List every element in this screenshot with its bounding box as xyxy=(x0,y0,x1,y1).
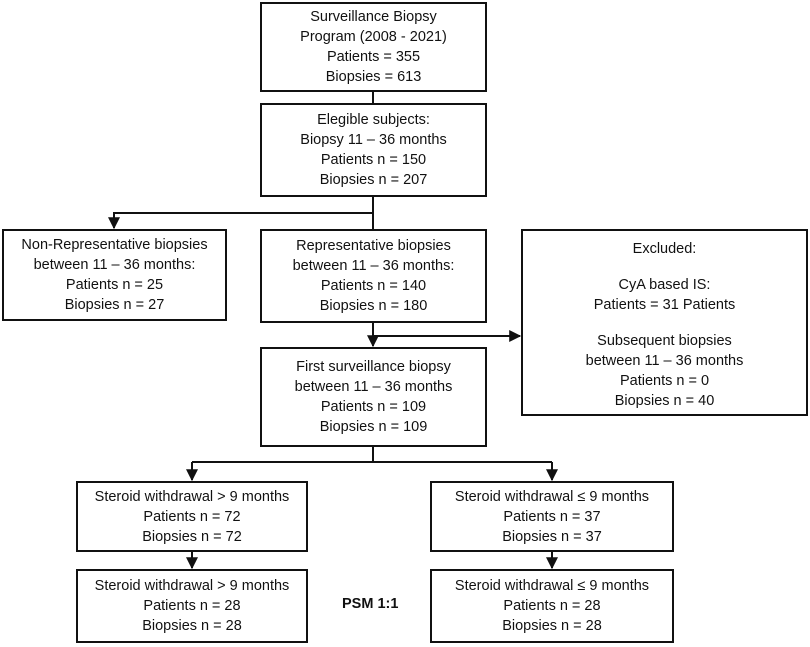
le9-label: Steroid withdrawal ≤ 9 months xyxy=(454,488,650,505)
eligible-patients: Patients n = 150 xyxy=(320,152,427,168)
psm-gt9-biopsies: Biopsies n = 28 xyxy=(142,618,242,634)
excluded-subsequent-biopsies: Biopsies n = 40 xyxy=(614,393,715,409)
box-non-representative: Non-Representative biopsies between 11 –… xyxy=(2,229,227,321)
program-line-2: Program (2008 - 2021) xyxy=(300,29,447,45)
box-excluded: Excluded: CyA based IS: Patients = 31 Pa… xyxy=(521,229,808,416)
first-line-1: First surveillance biopsy xyxy=(296,359,451,375)
excluded-subsequent-label: Subsequent biopsies xyxy=(597,333,732,349)
program-line-1: Surveillance Biopsy xyxy=(310,9,437,25)
box-psm-le9: Steroid withdrawal ≤ 9 months Patients n… xyxy=(430,569,674,643)
box-first-surveillance-biopsy: First surveillance biopsy between 11 – 3… xyxy=(260,347,487,447)
rep-biopsies: Biopsies n = 180 xyxy=(319,298,428,314)
excluded-subsequent-patients: Patients n = 0 xyxy=(619,373,710,389)
eligible-biopsies: Biopsies n = 207 xyxy=(319,172,428,188)
gt9-biopsies: Biopsies n = 72 xyxy=(142,528,242,545)
gt9-patients: Patients n = 72 xyxy=(143,508,241,525)
nonrep-line-2: between 11 – 36 months: xyxy=(33,257,196,273)
le9-patients: Patients n = 37 xyxy=(503,508,601,525)
psm-gt9-label: Steroid withdrawal > 9 months xyxy=(94,578,290,594)
psm-gt9-patients: Patients n = 28 xyxy=(143,598,241,614)
nonrep-line-1: Non-Representative biopsies xyxy=(21,237,208,253)
rep-line-2: between 11 – 36 months: xyxy=(292,258,455,274)
rep-patients: Patients n = 140 xyxy=(320,278,427,294)
excluded-title: Excluded: xyxy=(632,241,697,257)
rep-line-1: Representative biopsies xyxy=(296,238,451,254)
psm-ratio-label: PSM 1:1 xyxy=(342,596,399,612)
program-biopsies: Biopsies = 613 xyxy=(325,69,422,85)
psm-le9-biopsies: Biopsies n = 28 xyxy=(502,618,602,634)
excluded-cya-patients: Patients = 31 Patients xyxy=(593,297,736,313)
le9-biopsies: Biopsies n = 37 xyxy=(502,528,602,545)
eligible-line-2: Biopsy 11 – 36 months xyxy=(300,132,447,148)
gt9-label: Steroid withdrawal > 9 months xyxy=(94,488,290,505)
box-representative: Representative biopsies between 11 – 36 … xyxy=(260,229,487,323)
excluded-cya-label: CyA based IS: xyxy=(618,277,711,293)
psm-le9-patients: Patients n = 28 xyxy=(503,598,601,614)
box-psm-gt9: Steroid withdrawal > 9 months Patients n… xyxy=(76,569,308,643)
box-surveillance-program: Surveillance Biopsy Program (2008 - 2021… xyxy=(260,2,487,92)
nonrep-biopsies: Biopsies n = 27 xyxy=(64,297,165,313)
excluded-subsequent-range: between 11 – 36 months xyxy=(585,353,744,369)
psm-le9-label: Steroid withdrawal ≤ 9 months xyxy=(454,578,650,594)
program-patients: Patients = 355 xyxy=(326,49,421,65)
first-line-2: between 11 – 36 months xyxy=(294,379,453,395)
first-biopsies: Biopsies n = 109 xyxy=(319,419,428,435)
first-patients: Patients n = 109 xyxy=(320,399,427,415)
eligible-line-1: Elegible subjects: xyxy=(317,112,430,128)
box-steroid-withdrawal-gt9: Steroid withdrawal > 9 months Patients n… xyxy=(76,481,308,552)
box-steroid-withdrawal-le9: Steroid withdrawal ≤ 9 months Patients n… xyxy=(430,481,674,552)
nonrep-patients: Patients n = 25 xyxy=(65,277,164,293)
arrow-to-non-representative xyxy=(108,212,373,230)
box-eligible-subjects: Elegible subjects: Biopsy 11 – 36 months… xyxy=(260,103,487,197)
